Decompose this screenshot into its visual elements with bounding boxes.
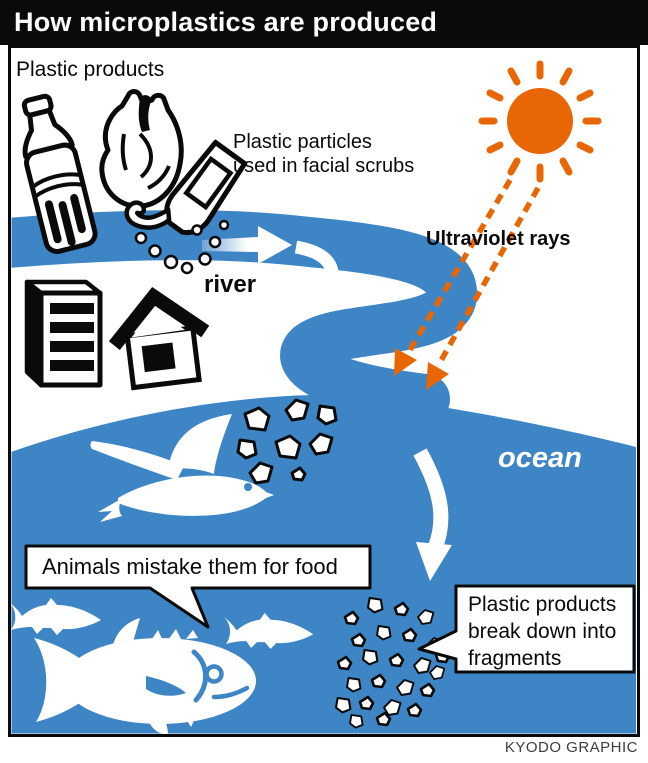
label-ocean: ocean [498,442,582,474]
label-facial-scrubs: Plastic particles used in facial scrubs [233,131,415,177]
callout-animals-text: Animals mistake them for food [42,554,338,579]
label-ultraviolet-rays: Ultraviolet rays [426,228,571,250]
page-title: How microplastics are produced [14,7,438,37]
label-river: river [204,271,257,298]
callout-fragments-text: Plastic products break down into fragmen… [468,593,617,670]
title-bar: How microplastics are produced [0,0,648,45]
label-plastic-products: Plastic products [16,58,165,81]
credit: KYODO GRAPHIC [504,739,638,756]
